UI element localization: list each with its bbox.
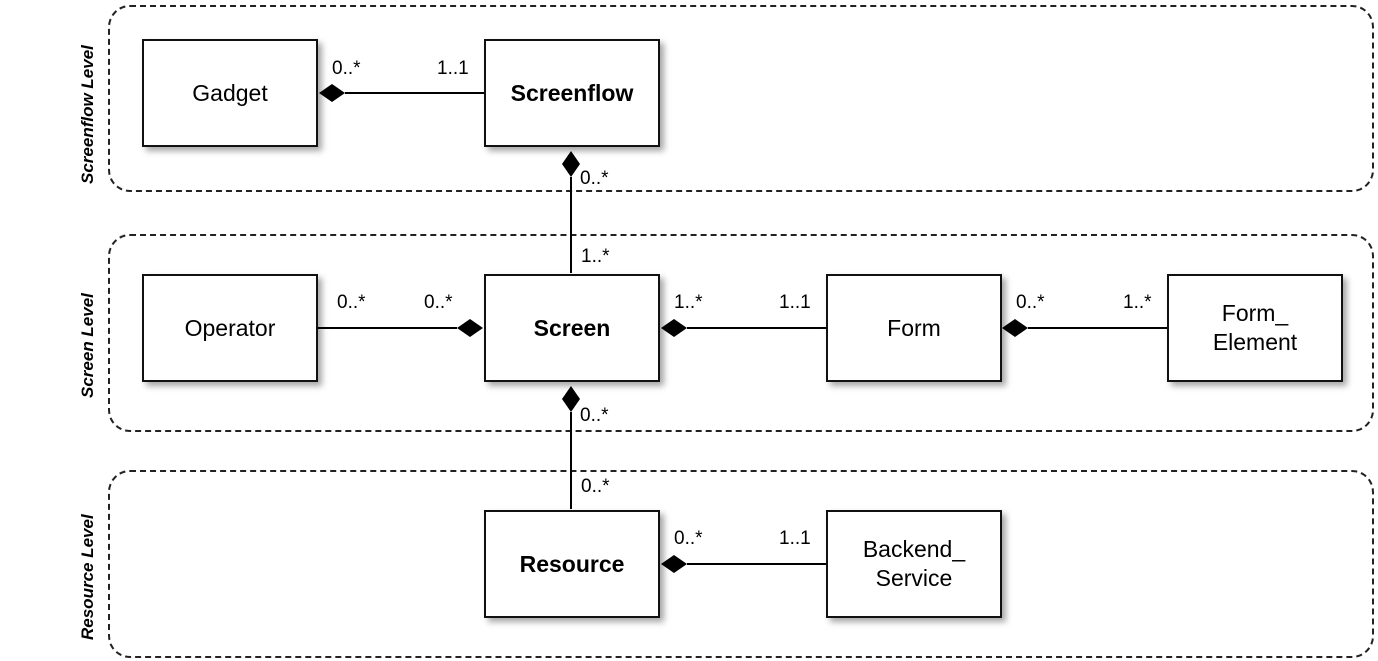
form-class[interactable]: Form: [826, 274, 1002, 382]
operator-label: Operator: [184, 314, 276, 341]
screenflow-level-region: [108, 5, 1374, 192]
screen-form-composition-diamond: [661, 319, 687, 337]
form-element-class[interactable]: Form_ Element: [1167, 274, 1343, 382]
screen-label: Screen: [533, 314, 611, 341]
gadget-class[interactable]: Gadget: [142, 39, 318, 147]
form-label: Form: [887, 314, 941, 341]
multiplicity-gadget: 0..*: [332, 58, 361, 79]
form-element-label-line1: Form_: [1221, 300, 1289, 326]
multiplicity-screen-operator: 0..*: [424, 292, 453, 313]
screenflow-class[interactable]: Screenflow: [484, 39, 660, 147]
resource-level-region: [108, 470, 1374, 658]
multiplicity-screen-form: 1..*: [674, 292, 703, 313]
screenflow-label: Screenflow: [510, 79, 634, 106]
multiplicity-screen-resource: 0..*: [580, 405, 609, 426]
multiplicity-screenflow-gadget: 1..1: [437, 58, 469, 79]
form-composition-diamond: [1002, 319, 1028, 337]
multiplicity-form-element: 0..*: [1016, 292, 1045, 313]
resource-composition-diamond: [661, 555, 687, 573]
multiplicity-resource-backend: 0..*: [674, 528, 703, 549]
multiplicity-screenflow-screen: 0..*: [580, 168, 609, 189]
resource-class[interactable]: Resource: [484, 510, 660, 618]
multiplicity-element-form: 1..*: [1123, 292, 1152, 313]
screen-level-region: [108, 234, 1374, 432]
multiplicity-screen-screenflow: 1..*: [581, 246, 610, 267]
screenflow-composition-diamond: [562, 151, 580, 177]
backend-service-class[interactable]: Backend_ Service: [826, 510, 1002, 618]
screen-class[interactable]: Screen: [484, 274, 660, 382]
gadget-composition-diamond: [319, 84, 345, 102]
multiplicity-resource-screen: 0..*: [581, 476, 610, 497]
screen-resource-composition-diamond: [562, 386, 580, 412]
multiplicity-backend-resource: 1..1: [779, 528, 811, 549]
multiplicity-operator: 0..*: [337, 292, 366, 313]
backend-service-label-line2: Service: [875, 565, 953, 591]
multiplicity-form-screen: 1..1: [779, 292, 811, 313]
operator-composition-diamond: [457, 319, 483, 337]
backend-service-label-line1: Backend_: [862, 536, 966, 562]
form-element-label-line2: Element: [1212, 329, 1298, 355]
resource-label: Resource: [519, 550, 625, 577]
operator-class[interactable]: Operator: [142, 274, 318, 382]
gadget-label: Gadget: [192, 79, 268, 106]
